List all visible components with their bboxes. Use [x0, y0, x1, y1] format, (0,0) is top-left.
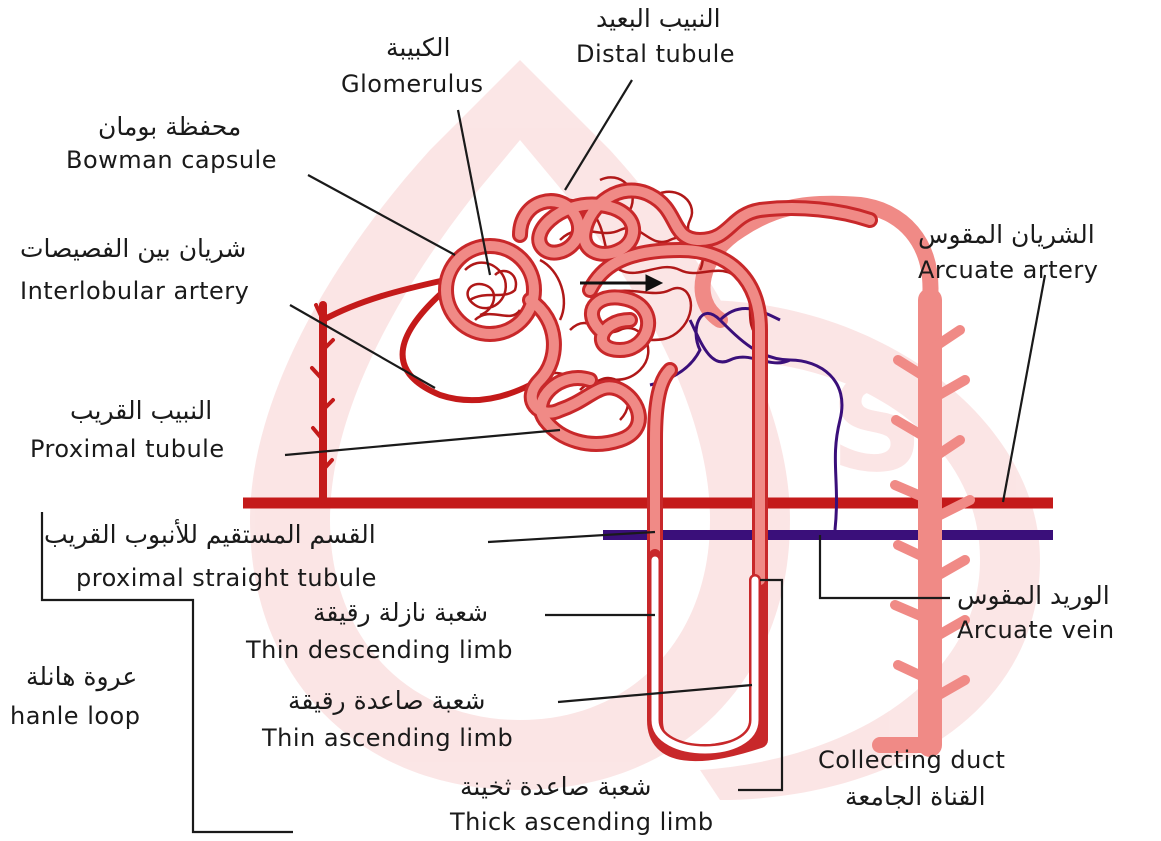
- glomerulus-label-ar: الكبيبة: [386, 35, 450, 60]
- arcuate-vein-label-en: Arcuate vein: [957, 618, 1115, 642]
- collecting-duct-label-en: Collecting duct: [818, 748, 1005, 772]
- arcuate-vein-label-ar: الوريد المقوس: [957, 583, 1110, 608]
- thin-ascending-label-ar: شعبة صاعدة رقيقة: [288, 688, 485, 713]
- proximal-tubule-label-en: Proximal tubule: [30, 437, 225, 461]
- thin-descending-label-en: Thin descending limb: [246, 638, 513, 662]
- proximal-straight-label-en: proximal straight tubule: [76, 566, 377, 590]
- thick-ascending-label-en: Thick ascending limb: [450, 810, 714, 834]
- thin-descending-label-ar: شعبة نازلة رقيقة: [313, 600, 488, 625]
- henle-loop-label-ar: عروة هانلة: [26, 664, 137, 689]
- distal-tubule-label-ar: النبيب البعيد: [596, 6, 721, 31]
- henle-loop-label-en: hanle loop: [10, 704, 140, 728]
- bowman-capsule-label-en: Bowman capsule: [66, 148, 277, 172]
- arcuate-artery-label-ar: الشريان المقوس: [918, 222, 1095, 247]
- collecting-duct-label-ar: القناة الجامعة: [845, 784, 986, 809]
- thick-ascending-label-ar: شعبة صاعدة ثخينة: [460, 774, 651, 799]
- distal-tubule-label-en: Distal tubule: [576, 42, 735, 66]
- arcuate-artery-label-en: Arcuate artery: [918, 258, 1099, 282]
- bowman-capsule-label-ar: محفظة بومان: [98, 114, 241, 139]
- interlobular-artery-label-en: Interlobular artery: [20, 279, 249, 303]
- thin-ascending-label-en: Thin ascending limb: [262, 726, 513, 750]
- leader-arcuate-artery: [1003, 275, 1045, 502]
- proximal-straight-label-ar: القسم المستقيم للأنبوب القريب: [44, 522, 376, 547]
- glomerulus-label-en: Glomerulus: [341, 72, 484, 96]
- interlobular-artery-label-ar: شريان بين الفصيصات: [20, 236, 246, 261]
- proximal-tubule-label-ar: النبيب القريب: [70, 398, 212, 423]
